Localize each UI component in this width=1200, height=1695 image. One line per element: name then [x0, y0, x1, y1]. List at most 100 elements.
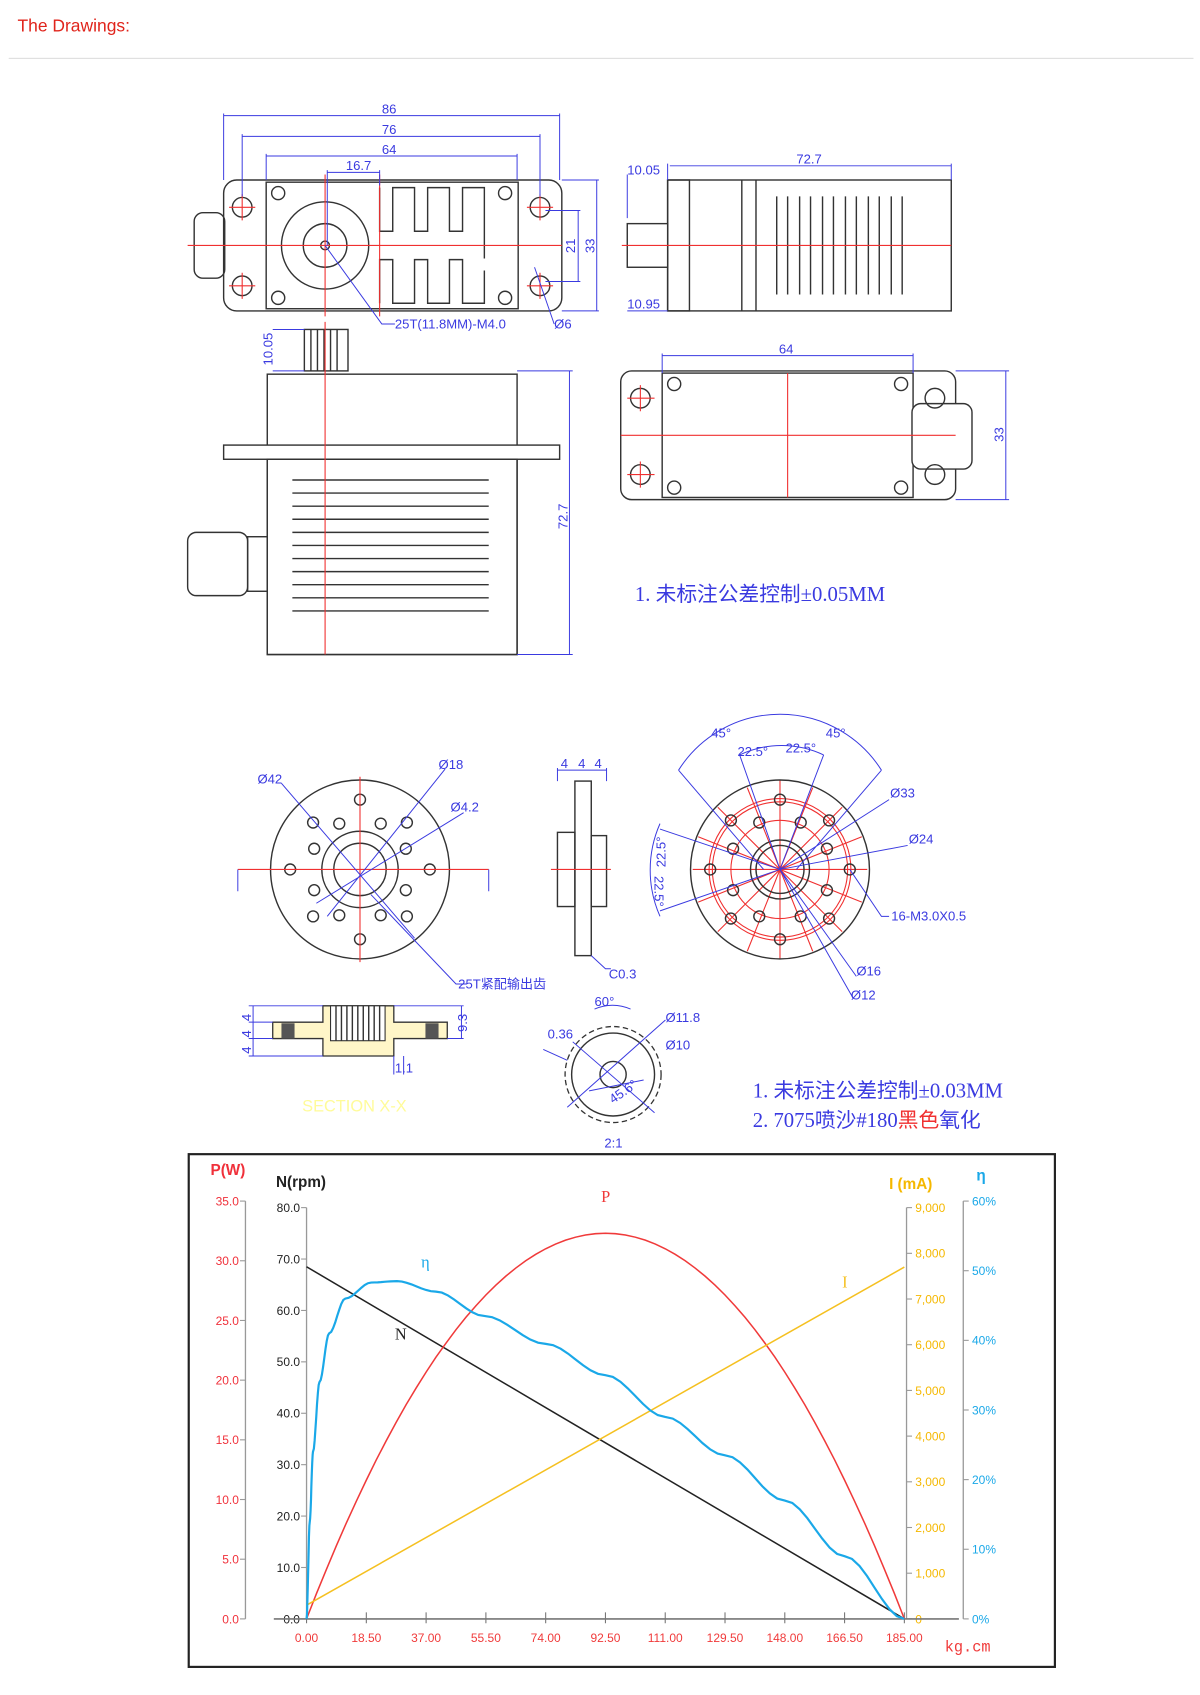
axis-tick-label: 15.0 — [216, 1433, 240, 1447]
axis-tick-label: 8,000 — [915, 1247, 945, 1261]
series-line-eta — [305, 1280, 905, 1620]
x-tick-label: 148.00 — [766, 1631, 803, 1645]
side-view-drawing: 10.05 72.7 — [186, 321, 573, 656]
end-view-drawing: 10.05 72.7 10.95 — [621, 152, 952, 312]
dim-33-bottom: 33 — [992, 427, 1007, 442]
series-label: P — [601, 1187, 610, 1206]
label-sec-4c: 4 — [239, 1047, 254, 1054]
dim-64-bottom: 64 — [779, 341, 794, 356]
label-22-5a: 22.5° — [737, 744, 768, 759]
label-60deg: 60° — [595, 994, 615, 1009]
finish-note: 2. 7075喷沙#180黑色氧化 — [753, 1109, 981, 1132]
x-tick-label: 92.50 — [590, 1631, 620, 1645]
axis-title-N: N(rpm) — [276, 1174, 326, 1191]
chart-frame — [187, 1153, 1056, 1668]
label-d16: Ø16 — [856, 963, 881, 978]
label-d24: Ø24 — [909, 831, 934, 846]
section-label: SECTION X-X — [302, 1098, 407, 1116]
dim-86: 86 — [382, 101, 397, 116]
series-line-N — [306, 1266, 905, 1620]
top-view-drawing: 86 76 64 16.7 21 33 25T(11.8MM)-M4.0 Ø6 — [187, 101, 599, 331]
axis-tick-label: 60% — [972, 1194, 996, 1208]
axis-tick-label: 30.0 — [216, 1254, 240, 1268]
label-c0-3: C0.3 — [609, 967, 637, 982]
tolerance-note-1: 1. 未标注公差控制±0.05MM — [635, 583, 885, 606]
hole-callout: Ø6 — [554, 316, 571, 331]
dim-21: 21 — [563, 239, 578, 254]
x-axis-title: kg.cm — [945, 1639, 991, 1657]
tolerance-note-2: 1. 未标注公差控制±0.03MM — [753, 1079, 1003, 1102]
label-d4-2: Ø4.2 — [451, 800, 479, 815]
axis-tick-label: 80.0 — [277, 1201, 301, 1215]
axis-tick-label: 35.0 — [216, 1194, 240, 1208]
axis-tick-label: 2,000 — [915, 1521, 945, 1535]
series-label: I — [842, 1272, 847, 1291]
x-tick-label: 74.00 — [531, 1631, 561, 1645]
dim-72-7-side: 72.7 — [555, 504, 570, 529]
label-4a: 4 — [561, 756, 568, 771]
dim-16-7: 16.7 — [346, 158, 371, 173]
axis-tick-label: 60.0 — [277, 1304, 301, 1318]
label-d42: Ø42 — [257, 771, 282, 786]
gear-scale: 2:1 — [604, 1136, 622, 1151]
label-4b: 4 — [578, 756, 585, 771]
label-16-m3: 16-M3.0X0.5 — [891, 909, 966, 924]
axis-tick-label: 70.0 — [277, 1252, 301, 1266]
bottom-view-drawing: 64 33 — [620, 341, 1010, 501]
label-d10: Ø10 — [665, 1037, 690, 1052]
divider — [8, 57, 1194, 59]
gear-drawing: 60° Ø11.8 Ø10 0.36 45.6° 2:1 — [543, 994, 700, 1151]
axis-tick-label: 30.0 — [277, 1458, 301, 1472]
axis-tick-label: 0% — [972, 1612, 990, 1626]
horn-pattern-drawing: 45° 45° 22.5° 22.5° Ø33 Ø24 16-M3.0X0.5 … — [649, 713, 966, 1002]
axis-tick-label: 40.0 — [277, 1407, 301, 1421]
axis-tick-label: 5.0 — [222, 1553, 239, 1567]
axis-title-P: P(W) — [211, 1162, 246, 1179]
axis-tick-label: 30% — [972, 1403, 996, 1417]
dim-76: 76 — [382, 122, 397, 137]
section-drawing: 4 4 4 9.3 1.1 SECTION X-X — [239, 1005, 470, 1116]
axis-title-I: I (mA) — [889, 1176, 932, 1193]
x-tick-label: 129.50 — [707, 1631, 744, 1645]
axis-tick-label: 0.0 — [222, 1612, 239, 1626]
horn-front-drawing: Ø42 Ø18 Ø4.2 25T紧配输出齿 — [237, 757, 546, 991]
horn-side-drawing: 4 4 4 C0.3 — [550, 756, 637, 982]
x-tick-label: 18.50 — [351, 1631, 381, 1645]
label-0-36: 0.36 — [548, 1027, 573, 1042]
x-tick-label: 0.00 — [295, 1631, 319, 1645]
axis-title-eta: η — [976, 1167, 985, 1184]
axis-tick-label: 4,000 — [915, 1429, 945, 1443]
section-title: The Drawings: — [17, 17, 130, 36]
label-22-5d: 22.5° — [652, 876, 667, 907]
label-9-3: 9.3 — [455, 1014, 470, 1032]
label-sec-4b: 4 — [239, 1030, 254, 1037]
series-line-P — [305, 1232, 906, 1620]
series-label: η — [421, 1253, 430, 1272]
label-d11-8: Ø11.8 — [665, 1010, 700, 1025]
axis-tick-label: 20.0 — [277, 1509, 301, 1523]
dim-10-05: 10.05 — [627, 163, 660, 178]
axis-tick-label: 9,000 — [915, 1201, 945, 1215]
axis-tick-label: 10.0 — [277, 1561, 301, 1575]
label-22-5b: 22.5° — [785, 741, 816, 756]
axis-tick-label: 5,000 — [915, 1384, 945, 1398]
axis-tick-label: 20.0 — [216, 1374, 240, 1388]
x-tick-label: 111.00 — [648, 1631, 683, 1645]
label-1-1: 1.1 — [395, 1060, 413, 1075]
spline-callout: 25T(11.8MM)-M4.0 — [395, 316, 506, 331]
axis-tick-label: 25.0 — [216, 1314, 240, 1328]
label-45b: 45° — [826, 725, 846, 740]
axis-tick-label: 3,000 — [915, 1475, 945, 1489]
x-tick-label: 37.00 — [411, 1631, 441, 1645]
axis-tick-label: 20% — [972, 1473, 996, 1487]
dim-72-7: 72.7 — [796, 152, 821, 167]
axis-tick-label: 40% — [972, 1334, 996, 1348]
dim-10-95: 10.95 — [627, 297, 660, 312]
axis-tick-label: 6,000 — [915, 1338, 945, 1352]
label-25t-spline: 25T紧配输出齿 — [458, 976, 546, 991]
axis-tick-label: 10% — [972, 1543, 996, 1557]
dim-64: 64 — [382, 142, 397, 157]
x-tick-label: 185.00 — [886, 1631, 923, 1645]
x-tick-label: 166.50 — [826, 1631, 863, 1645]
